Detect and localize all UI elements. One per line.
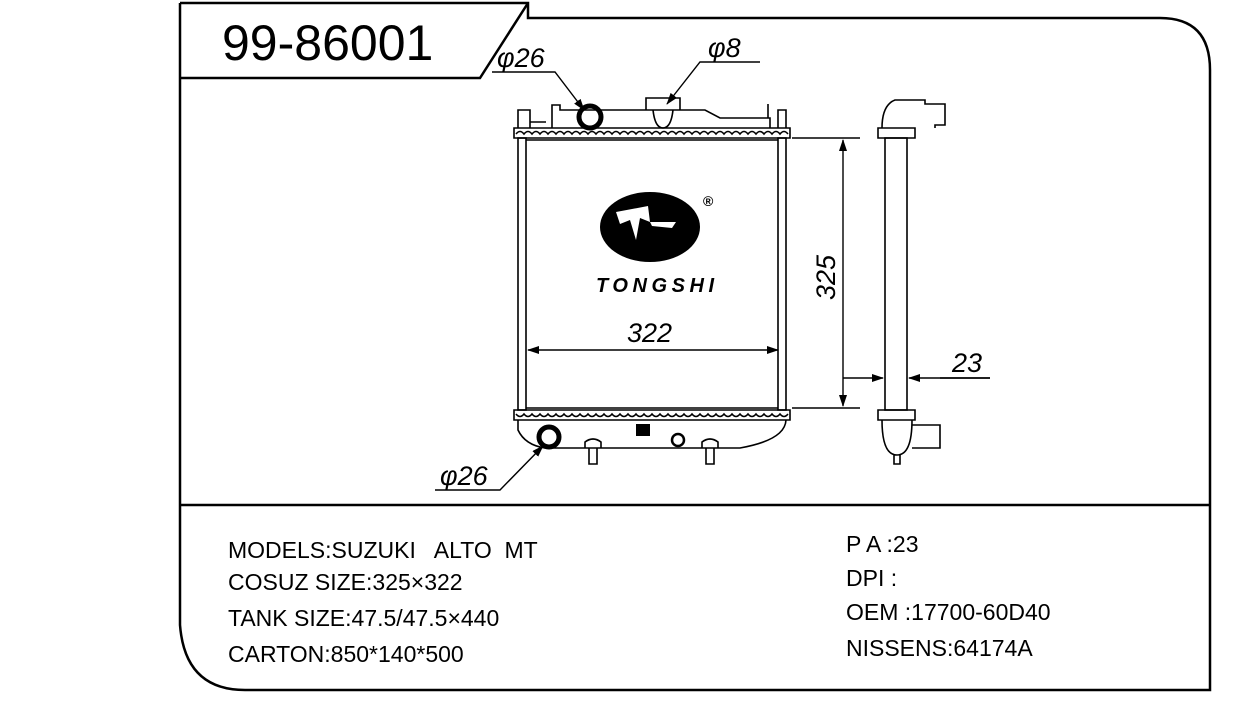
specs-left: MODELS:SUZUKI ALTO MT COSUZ SIZE:325×322…	[228, 537, 538, 667]
radiator-side-view	[877, 99, 946, 465]
spec-oem: OEM :17700-60D40	[846, 599, 1051, 625]
dim-thickness: 23	[951, 348, 982, 378]
spec-pa: P A :23	[846, 531, 918, 557]
drawing-frame	[178, 1, 1212, 692]
spec-tank-size: TANK SIZE:47.5/47.5×440	[228, 605, 499, 631]
tongshi-logo: ® TONGSHI	[596, 192, 714, 297]
spec-nissens: NISSENS:64174A	[846, 635, 1033, 661]
specs-right: P A :23 DPI : OEM :17700-60D40 NISSENS:6…	[846, 531, 1051, 661]
brand-wordmark: TONGSHI	[596, 275, 714, 297]
part-number: 99-86001	[222, 15, 433, 71]
registered-mark: ®	[703, 193, 714, 209]
spec-dpi: DPI :	[846, 565, 897, 591]
dim-outlet-diameter: φ26	[440, 461, 489, 491]
dim-width: 322	[627, 318, 672, 348]
spec-core-size: COSUZ SIZE:325×322	[228, 569, 463, 595]
dim-height: 325	[811, 254, 841, 300]
dim-inlet-diameter: φ26	[497, 43, 546, 73]
spec-models: MODELS:SUZUKI ALTO MT	[228, 537, 538, 563]
dim-cap-diameter: φ8	[708, 33, 741, 63]
dimension-lines	[435, 61, 990, 491]
radiator-front-view: ® TONGSHI	[513, 97, 791, 465]
spec-carton: CARTON:850*140*500	[228, 641, 464, 667]
